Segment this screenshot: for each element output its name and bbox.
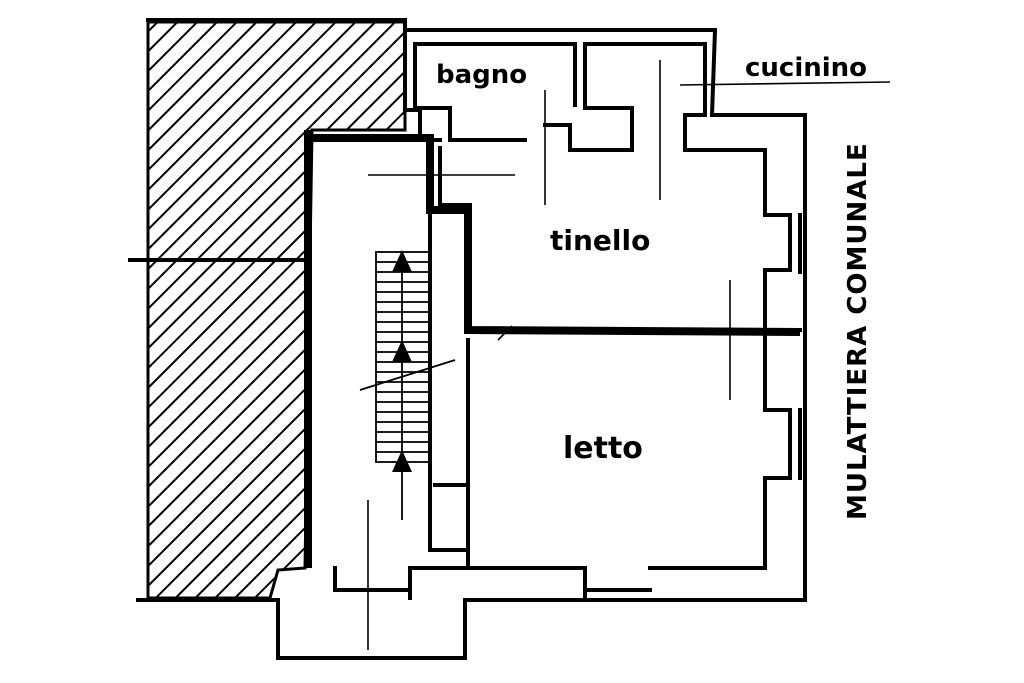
staircase (359, 250, 456, 520)
tinello-room (438, 146, 765, 400)
bagno-label: bagno (436, 60, 527, 90)
adjacent-building-hatch (146, 20, 407, 600)
road-label: MULATTIERA COMUNALE (843, 142, 873, 520)
cucinino-room (543, 42, 891, 332)
outer-walls (128, 18, 807, 660)
letto-label: letto (563, 431, 643, 466)
letto-room (466, 213, 802, 602)
cucinino-label: cucinino (745, 53, 867, 83)
stair-block (304, 130, 801, 650)
tinello-label: tinello (550, 224, 650, 257)
